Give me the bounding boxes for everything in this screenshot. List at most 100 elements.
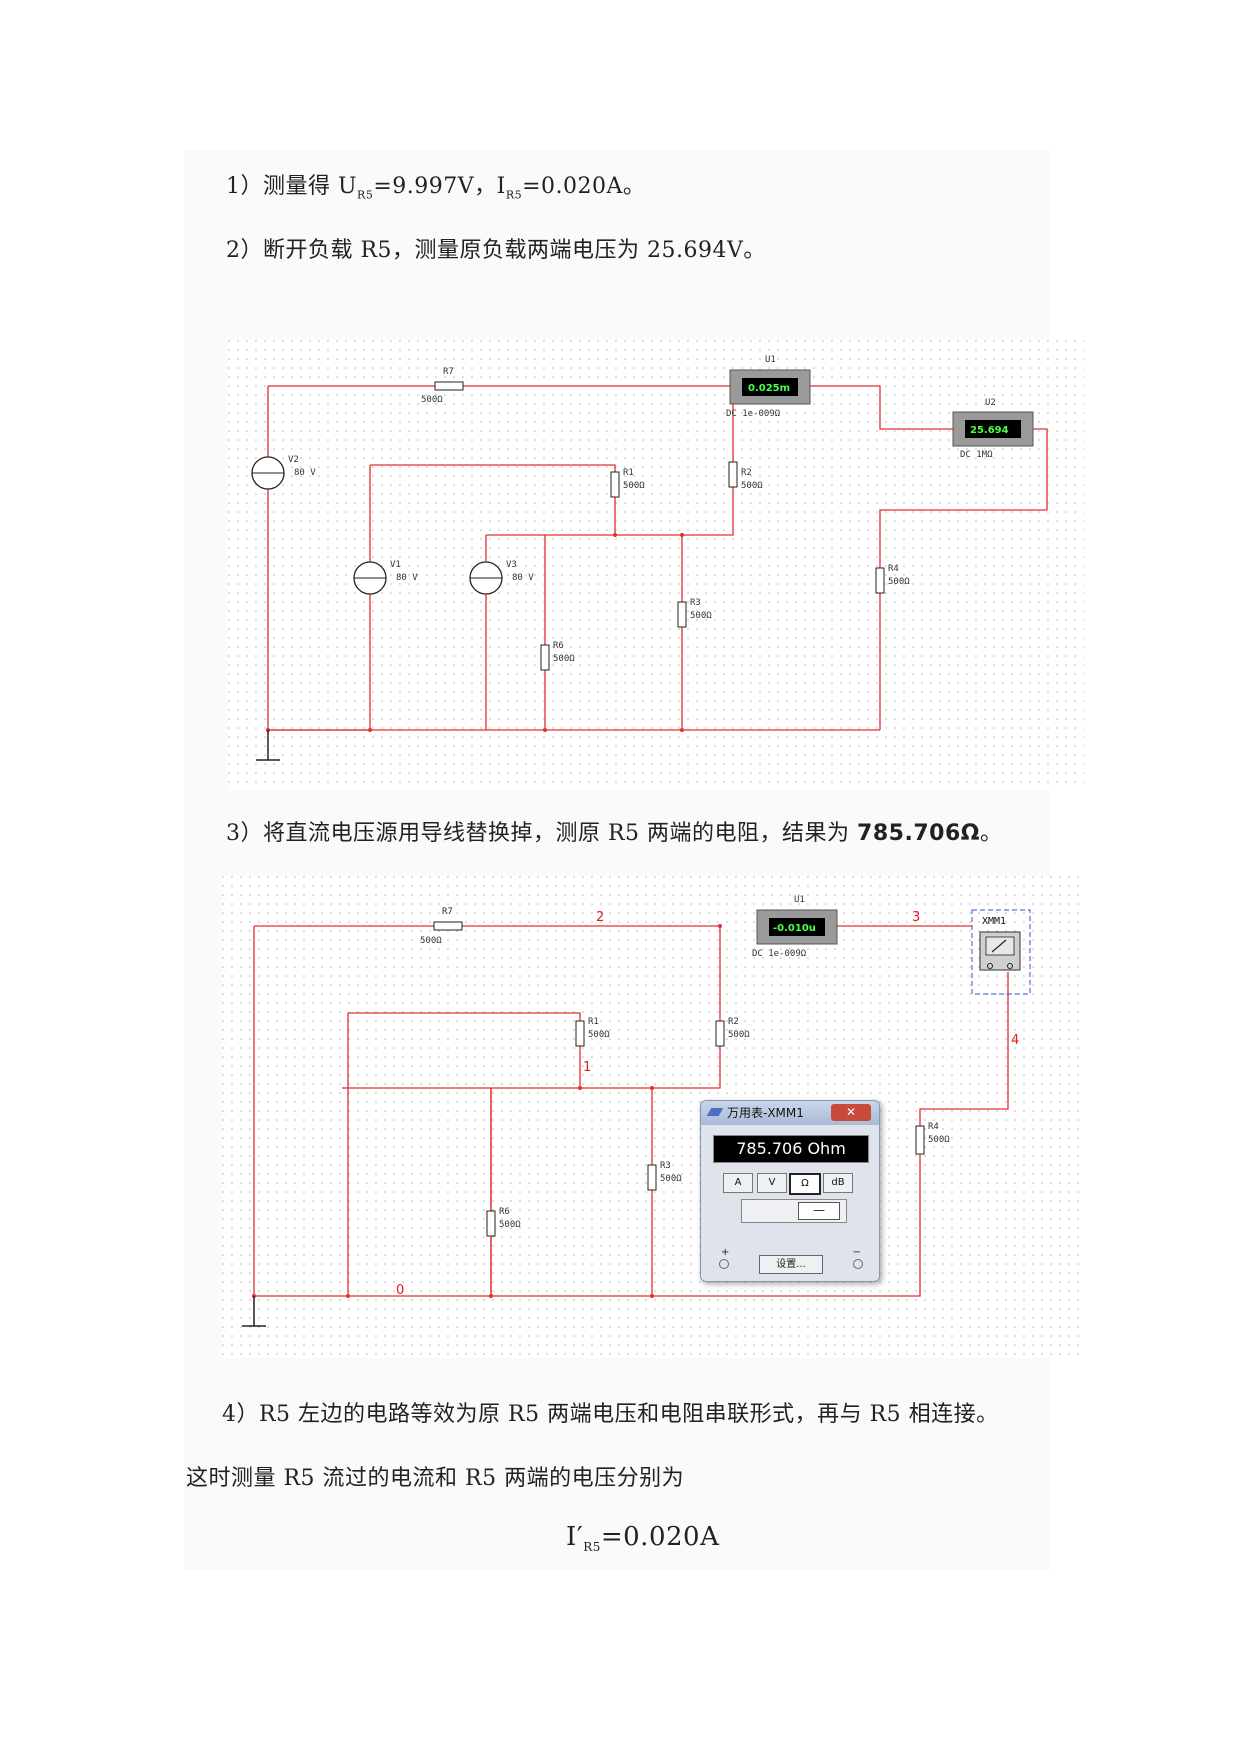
r1-name: R1	[588, 1017, 599, 1027]
formula-symbol: I′	[566, 1522, 584, 1552]
resistor-r2[interactable]	[728, 461, 738, 488]
resistor-r4[interactable]	[875, 567, 885, 594]
close-button[interactable]: ✕	[831, 1104, 871, 1121]
xmm1-name: XMM1	[982, 916, 1006, 927]
u1-reading: 0.025m	[748, 383, 790, 394]
paragraph-5: 这时测量 R5 流过的电流和 R5 两端的电压分别为	[186, 1466, 685, 1491]
app-icon	[706, 1108, 724, 1116]
ground-symbol	[256, 730, 280, 761]
ohmmeter-mode-button[interactable]: Ω	[789, 1173, 821, 1195]
paragraph-3: 3）将直流电压源用导线替换掉，测原 R5 两端的电阻，结果为 785.706Ω。	[226, 815, 1002, 847]
resistor-r6[interactable]	[540, 644, 550, 671]
multimeter-title: 万用表-XMM1	[727, 1106, 804, 1120]
p1-sub2: R5	[505, 188, 523, 202]
r3-name: R3	[660, 1161, 671, 1171]
r7-value: 500Ω	[420, 936, 442, 946]
r6-name: R6	[553, 641, 564, 651]
circuit-schematic-1: R7 500Ω R1 500Ω R2 500Ω R3 500Ω R4 500Ω …	[228, 340, 1084, 790]
p3-text: 3）将直流电压源用导线替换掉，测原 R5 两端的电阻，结果为	[226, 821, 858, 846]
decibel-mode-button[interactable]: dB	[823, 1173, 853, 1193]
v2-value: 80 V	[294, 468, 316, 478]
r2-name: R2	[728, 1017, 739, 1027]
r7-name: R7	[442, 907, 453, 917]
negative-terminal-label: −	[852, 1247, 861, 1258]
resistor-r1[interactable]	[575, 1020, 585, 1047]
v3-name: V3	[506, 560, 517, 570]
positive-terminal[interactable]	[719, 1259, 729, 1269]
r3-value: 500Ω	[660, 1174, 682, 1184]
r7-name: R7	[443, 367, 454, 377]
formula-value: =0.020A	[600, 1522, 720, 1552]
node-label-2: 2	[596, 910, 604, 925]
negative-terminal[interactable]	[853, 1259, 863, 1269]
paragraph-4: 4）R5 左边的电路等效为原 R5 两端电压和电阻串联形式，再与 R5 相连接。	[222, 1402, 999, 1427]
ammeter-mode-button[interactable]: A	[723, 1173, 753, 1193]
r4-value: 500Ω	[888, 577, 910, 587]
u2-name: U2	[985, 398, 996, 408]
resistor-r2[interactable]	[715, 1020, 725, 1047]
multimeter-reading: 785.706 Ohm	[713, 1135, 869, 1163]
resistor-r3[interactable]	[677, 601, 687, 628]
paragraph-2: 2）断开负载 R5，测量原负载两端电压为 25.694V。	[226, 238, 766, 263]
p1-mid: =9.997V，I	[373, 174, 506, 199]
r6-name: R6	[499, 1207, 510, 1217]
voltmeter-mode-button[interactable]: V	[757, 1173, 787, 1193]
u1-name: U1	[794, 895, 805, 905]
p3-end: 。	[979, 821, 1003, 846]
dc-mode-button[interactable]: —	[798, 1202, 840, 1220]
r4-value: 500Ω	[928, 1135, 950, 1145]
junctions	[252, 924, 722, 1298]
r3-name: R3	[690, 598, 701, 608]
r2-value: 500Ω	[741, 481, 763, 491]
ground-symbol	[242, 1296, 266, 1327]
v3-value: 80 V	[512, 573, 534, 583]
u1-mode: DC 1e-009Ω	[752, 949, 807, 959]
r2-name: R2	[741, 468, 752, 478]
r3-value: 500Ω	[690, 611, 712, 621]
circuit-figure-2: 0 1 2 3 4 R7 500Ω R1 500Ω R2 500Ω R3 500…	[222, 876, 1084, 1358]
r2-value: 500Ω	[728, 1030, 750, 1040]
u1-reading: -0.010u	[773, 923, 816, 934]
v2-name: V2	[288, 455, 299, 465]
r6-value: 500Ω	[499, 1220, 521, 1230]
resistor-r3[interactable]	[647, 1164, 657, 1191]
p1-suffix: =0.020A。	[522, 174, 646, 199]
paragraph-1: 1）测量得 UR5=9.997V，IR5=0.020A。	[226, 168, 645, 201]
resistor-r4[interactable]	[915, 1125, 925, 1155]
wires	[253, 925, 1009, 1297]
p1-sub1: R5	[357, 188, 374, 202]
positive-terminal-label: +	[721, 1247, 730, 1258]
u2-reading: 25.694	[970, 425, 1009, 436]
formula-current: I′R5=0.020A	[566, 1522, 719, 1554]
grid-background	[222, 876, 1084, 1358]
v1-name: V1	[390, 560, 401, 570]
u1-display	[769, 918, 825, 936]
u2-mode: DC 1MΩ	[960, 450, 993, 460]
r1-value: 500Ω	[588, 1030, 610, 1040]
r6-value: 500Ω	[553, 654, 575, 664]
r1-name: R1	[623, 468, 634, 478]
resistor-r6[interactable]	[486, 1210, 496, 1237]
resistor-r7[interactable]	[434, 381, 464, 391]
u1-name: U1	[765, 355, 776, 365]
r4-name: R4	[888, 564, 899, 574]
r4-name: R4	[928, 1122, 939, 1132]
r7-value: 500Ω	[421, 395, 443, 405]
circuit-schematic-2: 0 1 2 3 4 R7 500Ω R1 500Ω R2 500Ω R3 500…	[222, 876, 1084, 1358]
r1-value: 500Ω	[623, 481, 645, 491]
node-label-0: 0	[396, 1283, 404, 1298]
xmm1-selection-box	[971, 909, 1031, 995]
resistor-r7[interactable]	[433, 921, 463, 931]
v1-value: 80 V	[396, 573, 418, 583]
u1-display	[742, 378, 798, 396]
p3-value: 785.706Ω	[857, 821, 980, 846]
u1-mode: DC 1e-009Ω	[726, 409, 781, 419]
formula-subscript: R5	[583, 1540, 601, 1555]
multimeter-titlebar[interactable]: 万用表-XMM1 ✕	[701, 1101, 879, 1125]
p1-prefix: 1）测量得 U	[226, 174, 358, 199]
settings-button[interactable]: 设置...	[759, 1255, 823, 1274]
node-label-3: 3	[912, 910, 920, 925]
circuit-figure-1: R7 500Ω R1 500Ω R2 500Ω R3 500Ω R4 500Ω …	[228, 340, 1084, 790]
multimeter-window[interactable]: 万用表-XMM1 ✕ 785.706 Ohm A V Ω dB — + − 设置…	[700, 1100, 880, 1282]
resistor-r1[interactable]	[610, 471, 620, 498]
